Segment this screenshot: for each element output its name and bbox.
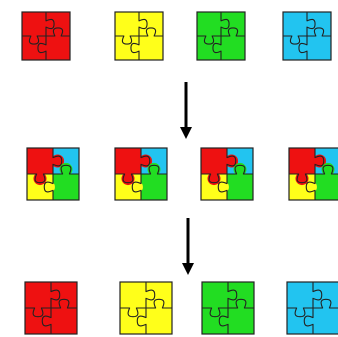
puzzle-piece-top-left-yellow [120,282,146,308]
puzzle-square [201,148,253,200]
puzzle-row-output [25,282,338,334]
puzzle-piece-top-left-red [25,282,51,308]
puzzle-piece-top-left-red [289,148,315,174]
puzzle-piece-bottom-right-green [53,174,79,200]
puzzle-piece-top-left-green [197,12,221,36]
puzzle-row-mixed [27,148,338,200]
puzzle-piece-bottom-right-yellow [146,308,172,334]
puzzle-piece-bottom-right-yellow [139,36,163,60]
puzzle-piece-bottom-right-blue [313,308,338,334]
puzzle-square [115,12,163,60]
puzzle-piece-top-left-green [202,282,228,308]
down-arrow-icon [182,218,194,275]
puzzle-square [25,282,77,334]
puzzle-square [287,282,338,334]
puzzle-square [289,148,338,200]
puzzle-piece-bottom-right-green [228,308,254,334]
puzzle-square [197,12,245,60]
puzzle-piece-top-left-blue [283,12,307,36]
puzzle-piece-bottom-right-red [51,308,77,334]
puzzle-piece-bottom-right-green [141,174,167,200]
puzzle-piece-top-left-red [22,12,46,36]
puzzle-square [27,148,79,200]
puzzle-square [120,282,172,334]
puzzle-piece-top-left-blue [287,282,313,308]
puzzle-square [22,12,70,60]
puzzle-piece-top-left-yellow [115,12,139,36]
puzzle-square [202,282,254,334]
puzzle-piece-bottom-right-green [227,174,253,200]
puzzle-square [115,148,167,200]
puzzle-piece-bottom-right-green [221,36,245,60]
puzzle-piece-bottom-right-red [46,36,70,60]
puzzle-piece-top-left-red [201,148,227,174]
puzzle-piece-bottom-right-green [315,174,338,200]
puzzle-piece-bottom-right-blue [307,36,331,60]
down-arrow-icon [180,82,192,139]
puzzle-piece-top-left-red [115,148,141,174]
puzzle-square [283,12,331,60]
puzzle-piece-top-left-red [27,148,53,174]
puzzle-row-input [22,12,331,60]
